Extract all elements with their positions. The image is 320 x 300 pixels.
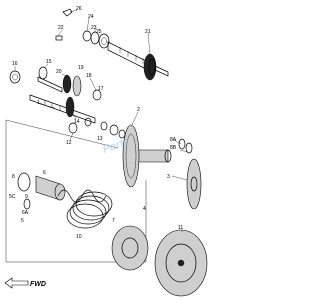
clutch-shoe-hub bbox=[121, 237, 139, 259]
spring-coil bbox=[69, 199, 107, 225]
ring-part bbox=[118, 129, 126, 139]
drive-shaft-splines bbox=[44, 100, 61, 111]
clutch-housing-inner bbox=[165, 243, 197, 283]
fixed-drive-face-part bbox=[186, 158, 202, 210]
label-18: 18 bbox=[86, 73, 92, 79]
label-26: 26 bbox=[76, 6, 82, 12]
top-shaft-assembly bbox=[55, 8, 169, 81]
label-8: 8 bbox=[12, 174, 15, 180]
label-6: 6 bbox=[43, 170, 46, 176]
label-20: 20 bbox=[56, 69, 62, 75]
label-6a: 6A bbox=[22, 210, 29, 216]
bearing-inner bbox=[101, 37, 107, 45]
label-2: 2 bbox=[137, 107, 140, 113]
label-21: 21 bbox=[145, 29, 151, 35]
drive-gear-part bbox=[65, 96, 75, 118]
label-7: 7 bbox=[112, 218, 115, 224]
label-5c: 5C bbox=[9, 194, 16, 200]
clip-part bbox=[62, 8, 73, 17]
label-17: 17 bbox=[98, 86, 104, 92]
ring-part bbox=[23, 198, 31, 210]
ring-part bbox=[84, 117, 92, 127]
label-5: 5 bbox=[21, 218, 24, 224]
driven-gear-part bbox=[143, 53, 157, 81]
movable-drive-face-part bbox=[122, 124, 140, 188]
clutch-shoe-part bbox=[111, 225, 149, 271]
shaft-end bbox=[154, 65, 169, 77]
ring-part bbox=[185, 142, 193, 154]
exploded-parts-diagram: 26 24 23 22 21 25 16 15 20 19 18 17 1 14… bbox=[4, 6, 208, 297]
counter-gear-part bbox=[62, 74, 72, 94]
washer-part bbox=[92, 89, 102, 101]
spring-coil bbox=[66, 203, 104, 229]
ring-part bbox=[17, 172, 31, 192]
washer-part bbox=[82, 30, 92, 42]
bearing-inner bbox=[12, 73, 18, 81]
label-19: 19 bbox=[78, 65, 84, 71]
gear-part bbox=[38, 66, 48, 80]
ring-part bbox=[178, 138, 186, 150]
label-14: 14 bbox=[74, 119, 80, 125]
fwd-arrow-icon bbox=[4, 277, 29, 289]
shaft-part bbox=[107, 41, 151, 72]
clutch-assembly bbox=[5, 119, 208, 297]
gear-shaft bbox=[37, 76, 63, 93]
pin-part bbox=[55, 35, 63, 41]
part-labels: 26 24 23 22 21 25 16 15 20 19 18 17 1 14… bbox=[9, 6, 183, 240]
label-16: 16 bbox=[12, 61, 18, 67]
fwd-arrow: FWD bbox=[4, 277, 46, 289]
spring-coil bbox=[72, 195, 110, 221]
label-13: 13 bbox=[97, 136, 103, 142]
ring-part bbox=[109, 124, 119, 136]
bearing-part bbox=[98, 33, 110, 49]
drive-face-inner bbox=[125, 133, 137, 179]
label-8b: 8B bbox=[170, 145, 177, 151]
shaft-splines bbox=[119, 47, 144, 64]
label-10: 10 bbox=[76, 234, 82, 240]
clutch-spring-part bbox=[57, 189, 107, 203]
label-9: 9 bbox=[25, 194, 28, 200]
spring-coil bbox=[75, 191, 113, 217]
leader-lines bbox=[14, 9, 189, 232]
label-3: 3 bbox=[167, 174, 170, 180]
group-bracket-line bbox=[5, 120, 147, 263]
counter-gear-part bbox=[72, 75, 82, 97]
label-1: 1 bbox=[37, 100, 40, 106]
ring-part bbox=[100, 121, 108, 131]
label-24: 24 bbox=[88, 14, 94, 20]
clutch-housing-hole bbox=[177, 259, 185, 267]
label-22: 22 bbox=[58, 25, 64, 31]
label-25: 25 bbox=[96, 29, 102, 35]
label-4: 4 bbox=[143, 206, 146, 212]
pulley-hub-end bbox=[164, 149, 172, 163]
label-8a: 8A bbox=[170, 137, 177, 143]
label-23: 23 bbox=[91, 25, 97, 31]
fixed-face-hub bbox=[190, 176, 198, 192]
bearing-part bbox=[9, 70, 21, 84]
fwd-label: FWD bbox=[30, 281, 46, 288]
label-12: 12 bbox=[66, 140, 72, 146]
group-bracket-line bbox=[5, 119, 119, 149]
label-11: 11 bbox=[178, 225, 183, 231]
clutch-sleeve-end bbox=[54, 183, 66, 201]
label-15: 15 bbox=[46, 59, 52, 65]
